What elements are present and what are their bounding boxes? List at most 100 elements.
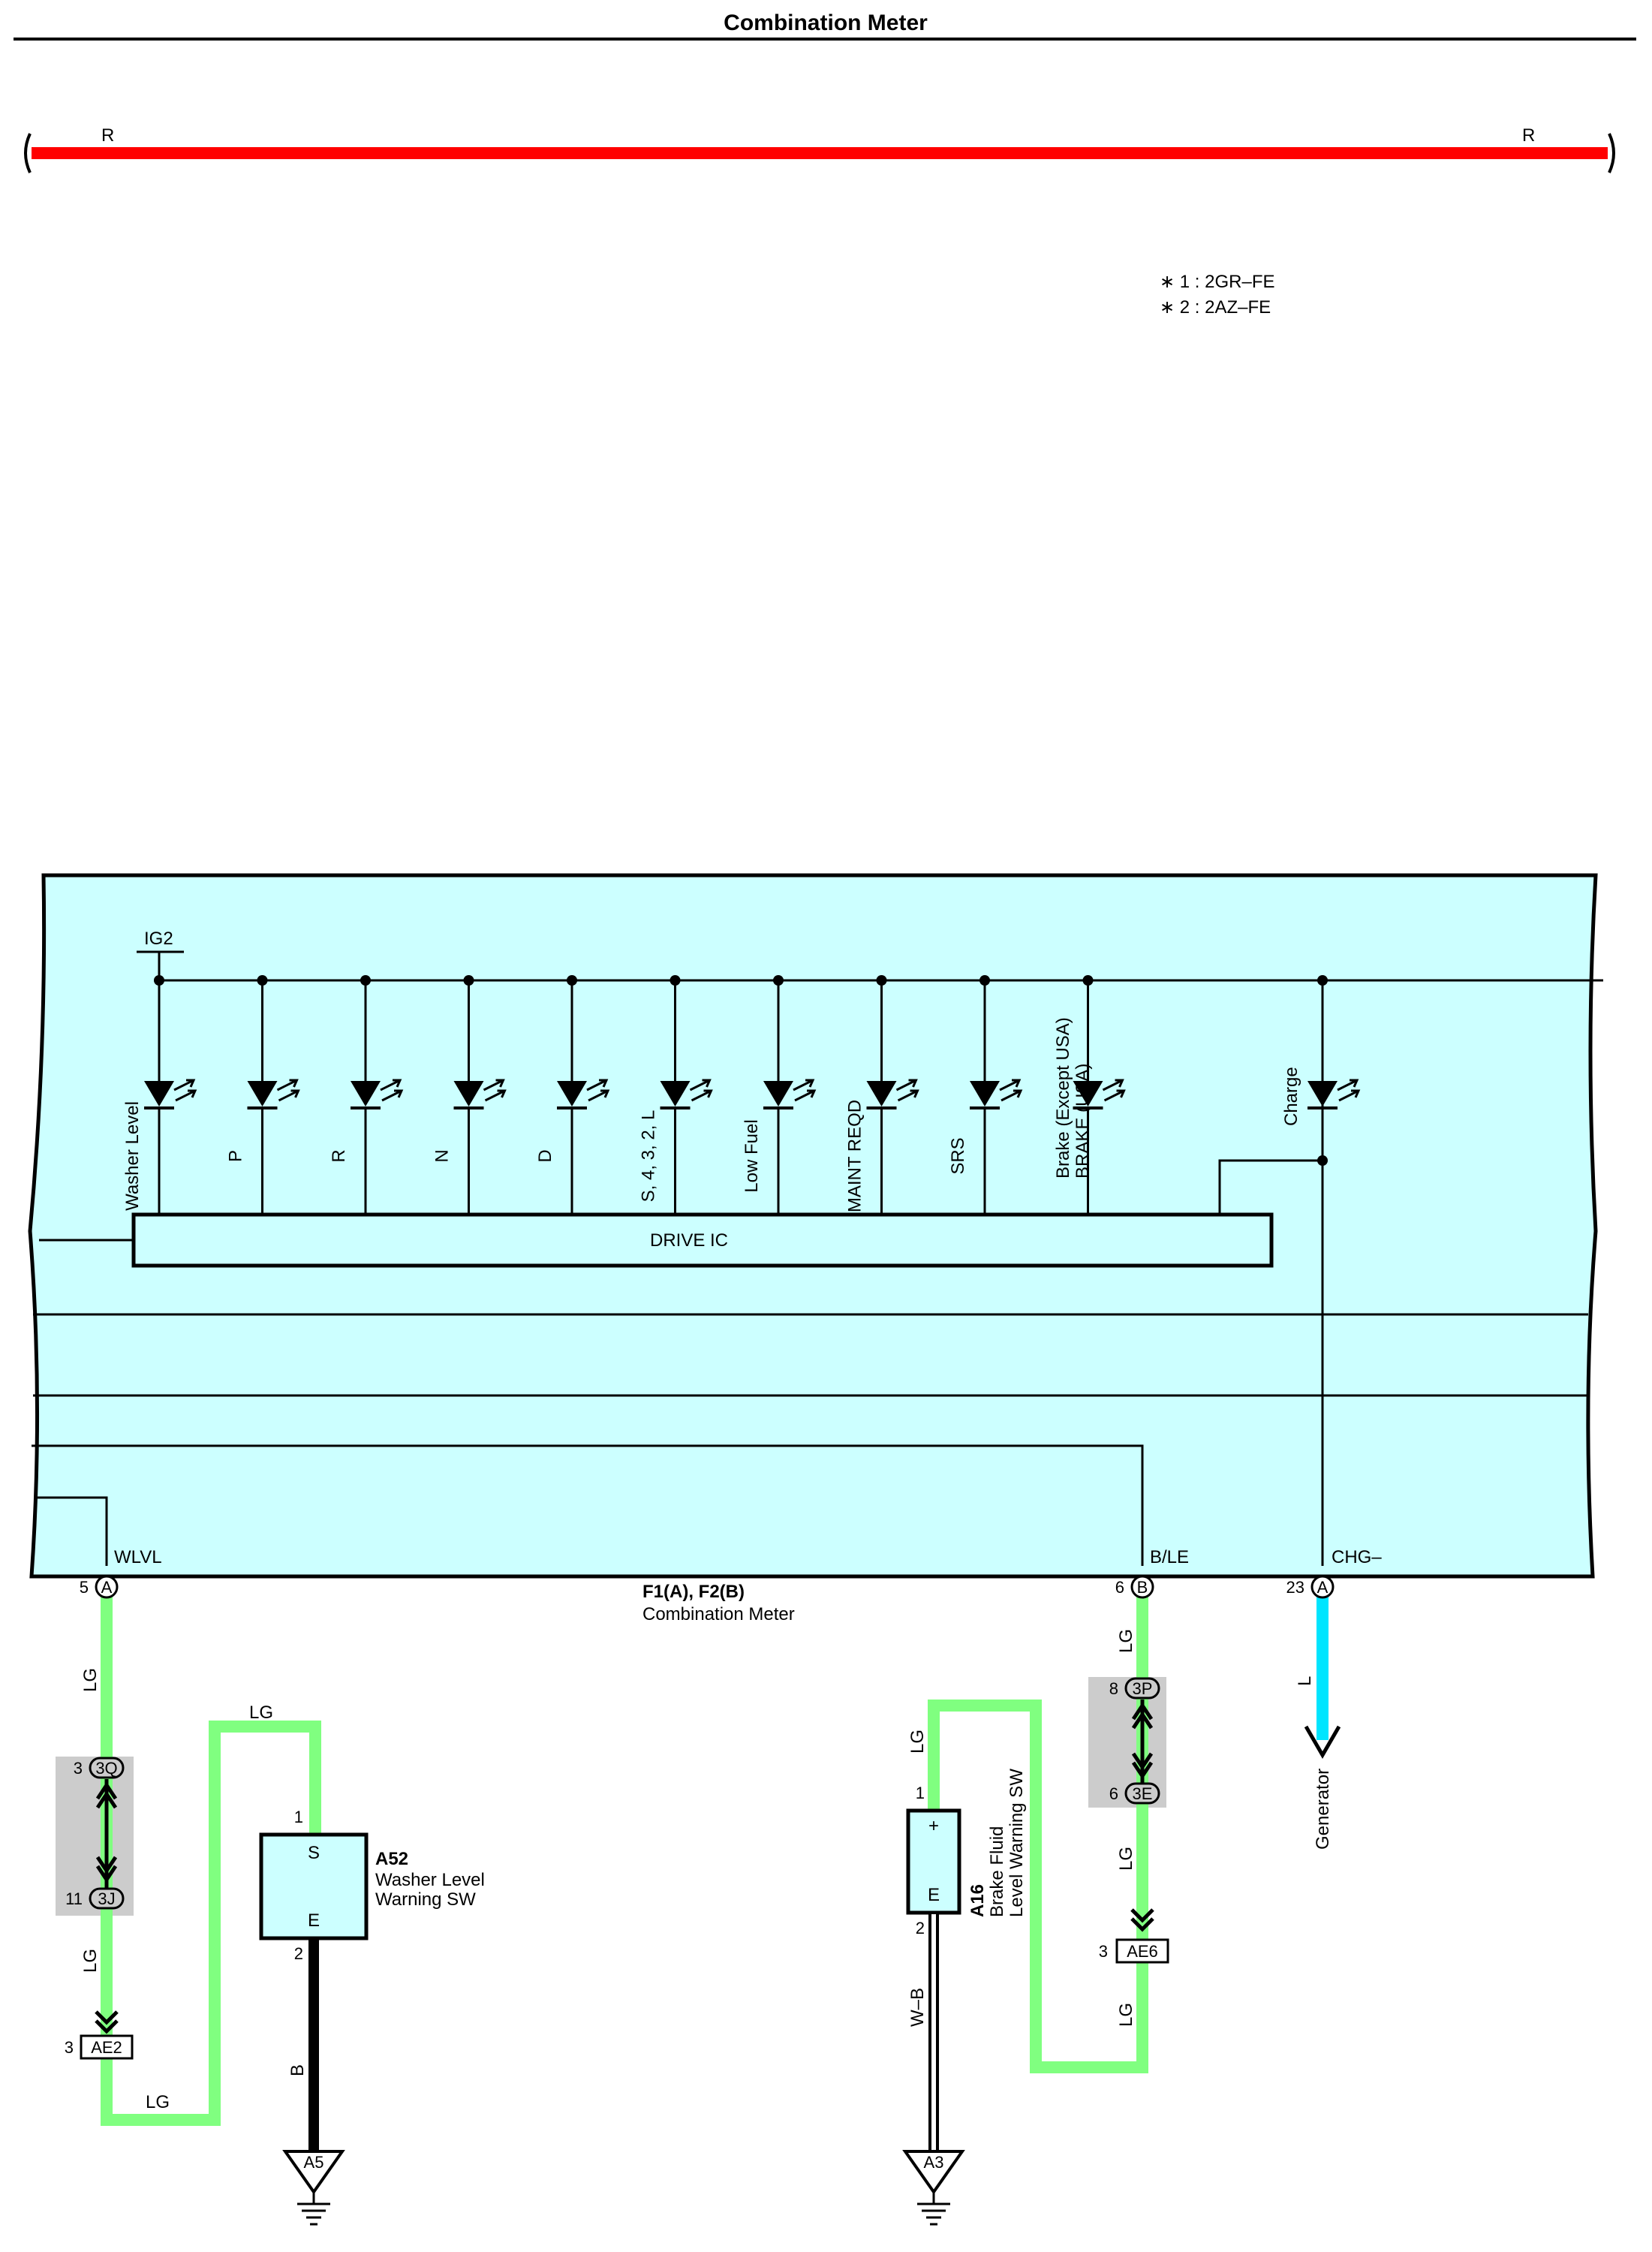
indicator-1-label: P [226, 1150, 246, 1162]
wire-color-lg-2: LG [80, 1949, 101, 1973]
connector-ae2 [80, 2034, 134, 2060]
terminal-wlvl-conn: A [101, 1578, 113, 1597]
internal-line-wlvl [35, 1496, 108, 1566]
wire-color-lg-5: LG [1116, 1629, 1136, 1653]
indicator-6-led-icon [763, 1081, 793, 1106]
generator-label: Generator [1313, 1769, 1333, 1850]
connector-ae2-pin: 3 [65, 2038, 74, 2057]
indicator-5-light-rays-icon [689, 1079, 713, 1102]
terminal-ble-label: B/LE [1150, 1547, 1189, 1567]
wire-color-r-right: R [1522, 125, 1535, 146]
indicator-0-led-icon [144, 1081, 174, 1106]
ground-a5-symbol [282, 2150, 345, 2195]
junction-3e-id: 3E [1133, 1784, 1153, 1803]
generator-arrow [1304, 1725, 1341, 1759]
washer-switch-pin-e: 2 [294, 1944, 303, 1963]
indicator-8-light-rays-icon [999, 1079, 1023, 1102]
terminal-chg-label: CHG– [1332, 1547, 1382, 1567]
washer-switch-name-1: Washer Level [375, 1870, 485, 1890]
indicator-4-light-rays-icon [586, 1079, 610, 1102]
indicator-0-label: Washer Level [122, 1101, 143, 1211]
wire-lg-brake [928, 1591, 1148, 2073]
indicator-label-charge: Charge [1281, 1067, 1301, 1126]
wire-color-lg-6: LG [1116, 1847, 1136, 1871]
note-engine-2: ∗ 2 : 2AZ–FE [1160, 297, 1271, 318]
terminal-chg-pin: 23 [1286, 1578, 1304, 1597]
washer-switch-term-s: S [308, 1843, 320, 1863]
wire-color-r-left: R [101, 125, 114, 146]
junction-3q [89, 1757, 125, 1779]
ground-a5-label: A5 [304, 2153, 324, 2172]
junction-3p-pin: 8 [1109, 1679, 1118, 1698]
indicator-charge-light-rays-icon [1337, 1079, 1361, 1102]
indicator-brake-light-rays-icon [1102, 1079, 1126, 1102]
break-mark-left [24, 133, 32, 173]
internal-line-ble [32, 1444, 1144, 1566]
wire-color-lg-3: LG [146, 2092, 170, 2112]
brake-switch-code: A16 [967, 1884, 988, 1917]
indicator-7-label: MAINT REQD [845, 1100, 865, 1212]
break-mark-right [1608, 133, 1615, 173]
charge-drive-link [1218, 1159, 1323, 1215]
junction-arrow-3q [95, 1781, 118, 1809]
junction-3p-id: 3P [1133, 1679, 1153, 1698]
note-engine-1: ∗ 1 : 2GR–FE [1160, 272, 1275, 292]
indicator-6-light-rays-icon [793, 1079, 817, 1102]
brake-switch-name-2: Level Warning SW [1007, 1769, 1027, 1917]
ground-a3-symbol [902, 2150, 965, 2195]
brake-switch-term-plus: + [928, 1816, 939, 1836]
indicator-6-label: Low Fuel [742, 1119, 762, 1192]
terminal-ble-conn: B [1137, 1578, 1148, 1597]
brake-switch-pin-plus: 1 [916, 1784, 925, 1802]
wire-color-wb: W–B [907, 1988, 928, 2027]
indicator-2-led-icon [351, 1081, 381, 1106]
junction-arrow-3e [1131, 1752, 1154, 1780]
indicator-charge-led-icon [1307, 1081, 1338, 1106]
ground-a3-label: A3 [924, 2153, 944, 2172]
indicator-5-label: S, 4, 3, 2, L [639, 1110, 659, 1203]
indicator-1-light-rays-icon [276, 1079, 300, 1102]
terminal-wlvl-pin: 5 [80, 1578, 89, 1597]
wire-color-lg-7: LG [1116, 2003, 1136, 2027]
connector-ae2-id: AE2 [91, 2038, 122, 2057]
indicator-brake-led-icon [1073, 1081, 1103, 1106]
junction-3e-pin: 6 [1109, 1784, 1118, 1803]
connector-ae6-id: AE6 [1127, 1942, 1158, 1961]
indicator-4-label: D [535, 1149, 555, 1162]
connector-ae6-pin: 3 [1099, 1942, 1108, 1961]
terminal-wlvl [95, 1575, 119, 1599]
junction-3e [1124, 1782, 1160, 1805]
indicator-8-led-icon [970, 1081, 1000, 1106]
indicator-5-led-icon [660, 1081, 691, 1106]
junction-3j-id: 3J [98, 1889, 115, 1908]
terminal-chg-conn: A [1317, 1578, 1329, 1597]
page-title: Combination Meter [724, 11, 928, 35]
connector-ae2-chevron [95, 2010, 119, 2034]
washer-switch-name-2: Warning SW [375, 1889, 476, 1910]
indicator-0-light-rays-icon [173, 1079, 197, 1102]
brake-switch-pin-e: 2 [916, 1919, 925, 1937]
brake-switch-name-1: Brake Fluid [987, 1826, 1007, 1917]
indicator-3-led-icon [453, 1081, 484, 1106]
connector-ae6 [1115, 1938, 1169, 1964]
junction-3q-pin: 3 [74, 1759, 83, 1778]
wire-color-lg-8: LG [907, 1730, 928, 1754]
indicator-4-led-icon [557, 1081, 587, 1106]
meter-connector-name: Combination Meter [642, 1604, 795, 1624]
indicator-label-brake-except-usa: Brake (Except USA) [1053, 1017, 1073, 1179]
terminal-ble-pin: 6 [1115, 1578, 1124, 1597]
junction-arrow-3j [95, 1856, 118, 1883]
junction-3p [1124, 1677, 1160, 1700]
wire-color-b: B [287, 2064, 308, 2076]
wire-color-lg-1: LG [80, 1668, 101, 1692]
drive-ic-label: DRIVE IC [650, 1230, 728, 1251]
indicator-3-label: N [432, 1149, 453, 1162]
brake-switch-term-e: E [928, 1885, 940, 1905]
terminal-wlvl-label: WLVL [114, 1547, 162, 1567]
indicator-2-light-rays-icon [380, 1079, 404, 1102]
washer-switch-pin-s: 1 [294, 1808, 303, 1826]
terminal-ble [1130, 1575, 1154, 1599]
junction-3q-id: 3Q [95, 1759, 117, 1778]
